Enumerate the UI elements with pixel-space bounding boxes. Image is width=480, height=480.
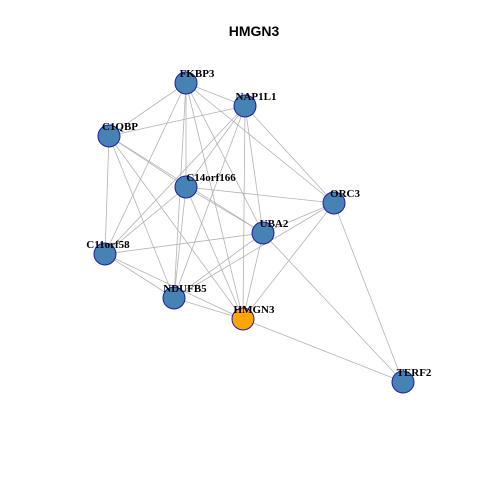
node-terf2: TERF2 bbox=[391, 367, 432, 394]
node-label: NDUFB5 bbox=[163, 283, 207, 295]
node-label: TERF2 bbox=[397, 367, 432, 379]
edge-nap1l1-orc3 bbox=[244, 105, 335, 204]
edge-nap1l1-c1qbp bbox=[108, 105, 246, 137]
edge-fkbp3-orc3 bbox=[185, 82, 335, 204]
node-label: UBA2 bbox=[260, 218, 289, 230]
edge-c11orf58-ndufb5 bbox=[104, 253, 175, 299]
node-c11orf58: C11orf58 bbox=[86, 239, 130, 266]
edge-uba2-ndufb5 bbox=[173, 232, 264, 299]
edge-c14orf166-orc3 bbox=[185, 186, 335, 204]
diagram-title: HMGN3 bbox=[229, 23, 280, 39]
edge-hmgn3-terf2 bbox=[242, 318, 404, 383]
edge-c14orf166-hmgn3 bbox=[185, 186, 244, 320]
node-label: FKBP3 bbox=[180, 68, 215, 80]
node-uba2: UBA2 bbox=[251, 218, 289, 245]
node-circle bbox=[174, 175, 198, 199]
node-circle bbox=[251, 221, 275, 245]
node-label: NAP1L1 bbox=[236, 91, 277, 103]
edge-orc3-ndufb5 bbox=[173, 202, 335, 299]
edge-uba2-hmgn3 bbox=[242, 232, 264, 320]
edge-c1qbp-ndufb5 bbox=[108, 135, 175, 299]
edge-nap1l1-ndufb5 bbox=[173, 105, 246, 299]
edge-ndufb5-hmgn3 bbox=[173, 297, 244, 320]
edge-orc3-terf2 bbox=[333, 202, 404, 383]
edge-layer bbox=[104, 82, 404, 383]
node-label: C14orf166 bbox=[186, 172, 236, 184]
node-label: C11orf58 bbox=[86, 239, 130, 251]
edge-uba2-terf2 bbox=[262, 232, 404, 383]
node-label: ORC3 bbox=[330, 188, 360, 200]
edge-uba2-c11orf58 bbox=[104, 232, 264, 255]
node-circle bbox=[93, 242, 117, 266]
edge-c1qbp-hmgn3 bbox=[108, 135, 244, 320]
edge-fkbp3-uba2 bbox=[185, 82, 264, 234]
edge-c14orf166-uba2 bbox=[185, 186, 264, 234]
node-label: HMGN3 bbox=[234, 304, 275, 316]
node-label: C1QBP bbox=[102, 121, 138, 133]
node-circle bbox=[97, 124, 121, 148]
edge-c14orf166-ndufb5 bbox=[173, 186, 187, 299]
edge-nap1l1-c14orf166 bbox=[185, 105, 246, 188]
node-circle bbox=[391, 370, 415, 394]
edge-nap1l1-uba2 bbox=[244, 105, 264, 234]
node-circle bbox=[162, 286, 186, 310]
edge-orc3-hmgn3 bbox=[242, 202, 335, 320]
node-circle bbox=[174, 71, 198, 95]
edge-orc3-uba2 bbox=[262, 202, 335, 234]
edge-fkbp3-c1qbp bbox=[108, 82, 187, 137]
node-circle bbox=[233, 94, 257, 118]
node-circle bbox=[231, 307, 255, 331]
node-circle bbox=[322, 191, 346, 215]
node-fkbp3: FKBP3 bbox=[174, 68, 215, 95]
node-c14orf166: C14orf166 bbox=[174, 172, 236, 199]
edge-fkbp3-hmgn3 bbox=[185, 82, 244, 320]
node-c1qbp: C1QBP bbox=[97, 121, 138, 148]
edge-fkbp3-c11orf58 bbox=[104, 82, 187, 255]
edge-nap1l1-hmgn3 bbox=[242, 105, 246, 320]
edge-c1qbp-c11orf58 bbox=[104, 135, 110, 255]
node-ndufb5: NDUFB5 bbox=[162, 283, 207, 310]
node-orc3: ORC3 bbox=[322, 188, 360, 215]
edge-c14orf166-c11orf58 bbox=[104, 186, 187, 255]
node-nap1l1: NAP1L1 bbox=[233, 91, 277, 118]
node-hmgn3: HMGN3 bbox=[231, 304, 275, 331]
